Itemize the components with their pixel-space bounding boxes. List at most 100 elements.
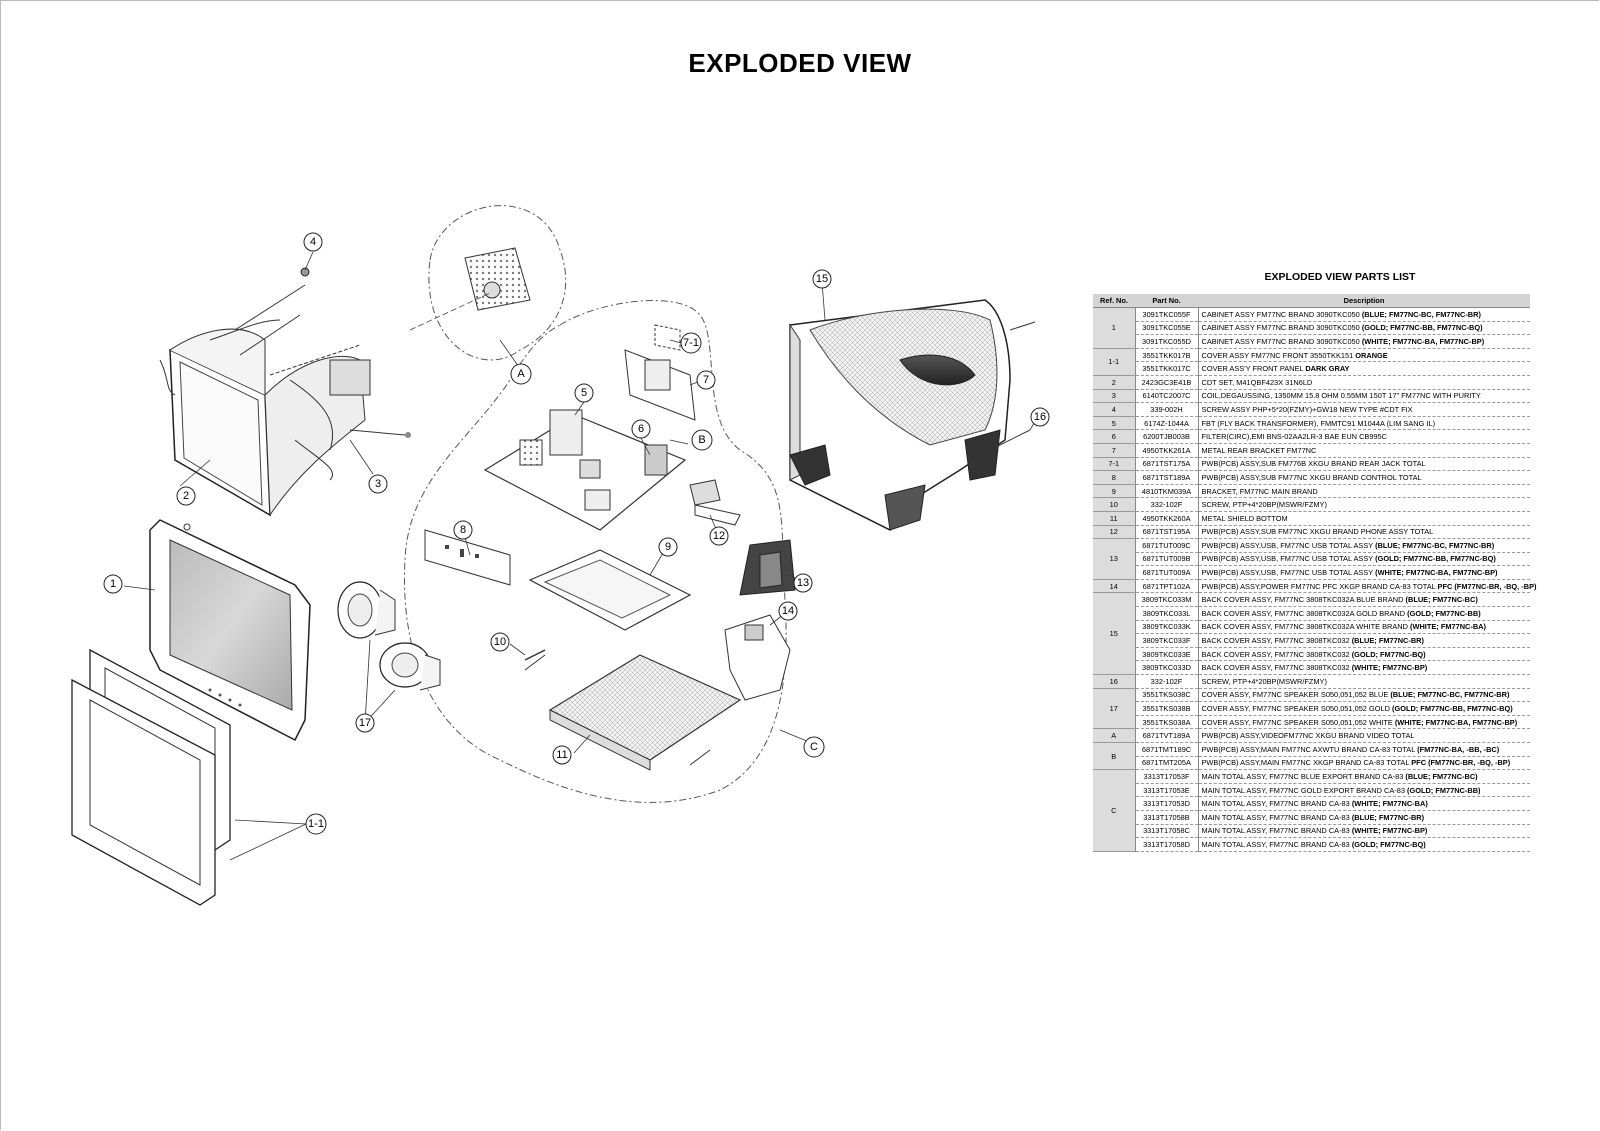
callout-1-1: 1-1	[305, 813, 327, 835]
description-cell: PWB(PCB) ASSY,MAIN FM77NC AXWTU BRAND CA…	[1198, 742, 1530, 757]
callout-1: 1	[103, 574, 123, 594]
description-cell: CABINET ASSY FM77NC BRAND 3090TKC050 (WH…	[1198, 334, 1530, 349]
cdt-tube	[159, 267, 411, 517]
description-variant: (WHITE; FM77NC-BP)	[1351, 663, 1428, 673]
svg-text:14: 14	[782, 605, 794, 617]
description-variant: (BLUE; FM77NC-BC, FM77NC-BR)	[1361, 309, 1481, 319]
ref-cell: 10	[1093, 497, 1136, 512]
description-text: MAIN TOTAL ASSY, FM77NC BLUE EXPORT BRAN…	[1201, 771, 1404, 781]
part-number-cell: 6871TVT189A	[1135, 728, 1199, 743]
callout-2: 2	[176, 486, 196, 506]
ref-cell: 15	[1093, 592, 1136, 676]
part-number-cell: 3809TKC033E	[1135, 647, 1199, 662]
description-text: PWB(PCB) ASSY,VIDEOFM77NC XKGU BRAND VID…	[1201, 731, 1415, 741]
description-text: SCREW, PTP+4*20BP(MSWR/FZMY)	[1201, 676, 1327, 686]
description-cell: MAIN TOTAL ASSY, FM77NC BRAND CA-83 (BLU…	[1198, 810, 1530, 825]
ref-cell: B	[1093, 742, 1136, 771]
description-cell: PWB(PCB) ASSY,MAIN FM77NC XKGP BRAND CA-…	[1198, 756, 1530, 771]
description-cell: MAIN TOTAL ASSY, FM77NC BRAND CA-83 (WHI…	[1198, 824, 1530, 839]
svg-text:3: 3	[375, 478, 381, 490]
svg-text:12: 12	[713, 530, 725, 542]
part-number-cell: 3313T17058B	[1135, 810, 1199, 825]
svg-text:1: 1	[110, 578, 116, 590]
description-text: COVER ASSY, FM77NC SPEAKER S050,051,052 …	[1201, 717, 1393, 727]
callout-8: 8	[453, 520, 473, 540]
description-variant: PFC (FM77NC-BR, -BQ, -BP)	[1437, 581, 1537, 591]
description-cell: FILTER(CIRC),EMI BNS-02AA2LR-3 BAE EUN C…	[1198, 429, 1530, 444]
screw-10	[524, 649, 546, 661]
parts-table-header: Ref. No. Part No. Description	[1093, 294, 1530, 308]
description-variant: DARK GRAY	[1305, 364, 1350, 374]
description-cell: PWB(PCB) ASSY,USB, FM77NC USB TOTAL ASSY…	[1198, 565, 1530, 580]
power-board	[724, 614, 791, 701]
part-number-cell: 6871TMT205A	[1135, 756, 1199, 771]
ref-cell: 1-1	[1093, 348, 1136, 376]
description-text: COVER ASSY, FM77NC SPEAKER S050,051,052 …	[1201, 704, 1390, 714]
description-variant: (BLUE; FM77NC-BR)	[1351, 636, 1424, 646]
description-text: BACK COVER ASSY, FM77NC 3808TKC032A WHIT…	[1201, 622, 1408, 632]
usb-board	[739, 539, 796, 596]
description-variant: (GOLD; FM77NC-BB, FM77NC-BQ)	[1391, 704, 1513, 714]
main-bracket	[528, 549, 692, 631]
description-cell: CDT SET, M41QBF423X 31N6LD	[1198, 375, 1530, 390]
description-cell: PWB(PCB) ASSY,USB, FM77NC USB TOTAL ASSY…	[1198, 552, 1530, 567]
description-variant: (WHITE; FM77NC-BA, FM77NC-BP)	[1394, 717, 1518, 727]
description-cell: PWB(PCB) ASSY,SUB FM77NC XKGU BRAND CONT…	[1198, 470, 1530, 485]
part-number-cell: 339-002H	[1135, 402, 1199, 417]
description-text: PWB(PCB) ASSY,MAIN FM77NC XKGP BRAND CA-…	[1201, 758, 1410, 768]
description-text: BACK COVER ASSY, FM77NC 3808TKC032A GOLD…	[1201, 608, 1406, 618]
svg-text:1-1: 1-1	[308, 818, 324, 830]
description-cell: PWB(PCB) ASSY,SUB FM77NC XKGU BRAND PHON…	[1198, 525, 1530, 540]
ref-cell: A	[1093, 728, 1136, 743]
part-number-cell: 3091TKC055F	[1135, 307, 1199, 322]
description-variant: (GOLD; FM77NC-BQ)	[1351, 839, 1426, 849]
part-number-cell: 3313T17053E	[1135, 783, 1199, 798]
description-text: PWB(PCB) ASSY,POWER FM77NC PFC XKGP BRAN…	[1201, 581, 1436, 591]
callout-11: 11	[552, 745, 572, 765]
svg-text:6: 6	[638, 423, 644, 435]
svg-text:B: B	[698, 434, 705, 446]
description-text: PWB(PCB) ASSY,SUB FM77NC XKGU BRAND PHON…	[1201, 527, 1434, 537]
part-number-cell: 6871TUT009C	[1135, 538, 1199, 553]
part-number-cell: 6174Z-1044A	[1135, 416, 1199, 431]
description-variant: (BLUE; FM77NC-BC, FM77NC-BR)	[1390, 690, 1510, 700]
cabinet-front	[149, 519, 311, 742]
svg-text:15: 15	[816, 273, 828, 285]
part-number-cell: 6871TUT009B	[1135, 552, 1199, 567]
description-text: BACK COVER ASSY, FM77NC 3808TKC032A BLUE…	[1201, 595, 1404, 605]
description-cell: METAL SHIELD BOTTOM	[1198, 511, 1530, 526]
description-text: CABINET ASSY FM77NC BRAND 3090TKC050	[1201, 336, 1360, 346]
description-cell: COVER ASSY, FM77NC SPEAKER S050,051,052 …	[1198, 688, 1530, 703]
ref-cell: 4	[1093, 402, 1136, 417]
callout-5: 5	[574, 383, 594, 403]
description-variant: (BLUE; FM77NC-BC)	[1405, 771, 1478, 781]
description-cell: SCREW ASSY PHP+5*20(FZMY)+GW18 NEW TYPE …	[1198, 402, 1530, 417]
description-variant: (GOLD; FM77NC-BQ)	[1351, 649, 1426, 659]
description-text: MAIN TOTAL ASSY, FM77NC BRAND CA-83	[1201, 839, 1350, 849]
svg-text:13: 13	[797, 577, 809, 589]
description-variant: PFC (FM77NC-BR, -BQ, -BP)	[1411, 758, 1511, 768]
video-board	[409, 247, 531, 331]
description-cell: COVER ASSY, FM77NC SPEAKER S050,051,052 …	[1198, 701, 1530, 716]
part-number-cell: 4950TKK261A	[1135, 443, 1199, 458]
